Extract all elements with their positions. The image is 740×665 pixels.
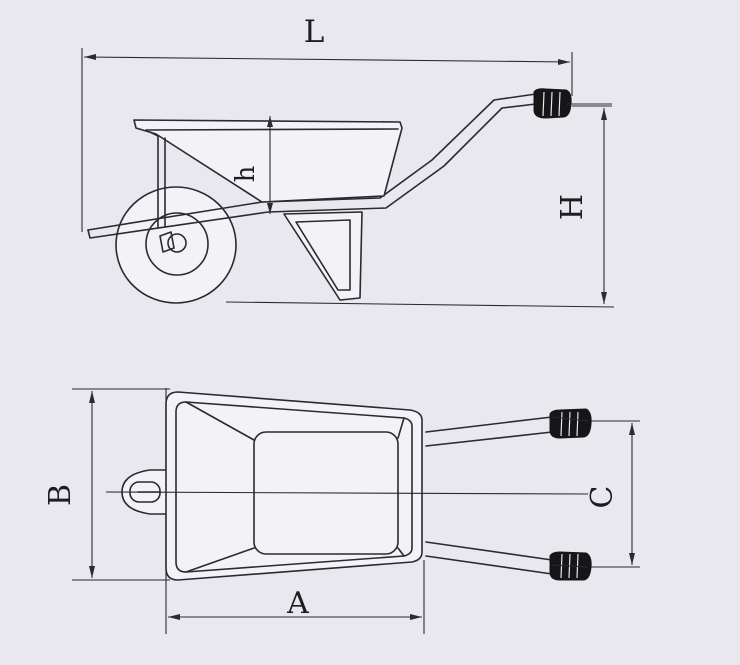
top-handle-grip-upper-ribs [560, 411, 579, 437]
dimension-B-arrow-bottom [89, 566, 95, 578]
dimension-H-arrow-top [601, 108, 607, 120]
side-wheel [115, 186, 237, 304]
dimension-B-label: B [43, 484, 78, 506]
frame-lower-rail [87, 103, 537, 239]
side-view: L H [81, 14, 615, 308]
dimension-B: B [43, 388, 170, 581]
dimension-C: C [585, 420, 640, 568]
dimension-A-arrow-right [410, 614, 422, 620]
side-handle-grip [533, 88, 572, 119]
dimension-h-label: h [231, 165, 261, 182]
dimension-A-arrow-left [168, 614, 180, 620]
dimension-B-arrow-top [89, 391, 95, 403]
side-handle-grip-ribs [542, 91, 561, 117]
tray-body [133, 119, 403, 203]
top-handle-grip-upper [549, 408, 592, 439]
top-handle-upper-extension [551, 416, 589, 422]
frame-upper-rail [87, 93, 537, 231]
side-leg [283, 211, 363, 301]
dimension-C-arrow-bottom [629, 553, 635, 565]
top-handle-bar-lower [425, 541, 553, 575]
dimension-L-arrow-right [558, 59, 570, 65]
dimension-L-line [83, 56, 571, 63]
dimension-h-arrow-top [267, 116, 273, 127]
top-view-centerline [105, 491, 589, 495]
dimension-H-arrow-bottom [601, 292, 607, 304]
ground-line [225, 301, 615, 308]
dimension-H: H [555, 105, 612, 304]
dimension-L-arrow-left [84, 54, 96, 60]
dimension-C-label: C [585, 486, 620, 509]
dimension-H-label: H [555, 194, 590, 220]
top-handles [425, 408, 592, 581]
side-tray [133, 119, 403, 229]
wheel-rim [145, 212, 209, 276]
top-view: B A C [43, 388, 640, 634]
top-handle-lower-extension [551, 564, 589, 568]
top-tray-corner-folds [185, 401, 405, 573]
dimension-h: h [231, 116, 273, 214]
tray-rim-line [145, 128, 399, 131]
dimension-h-arrow-bottom [267, 203, 273, 214]
wheel-tire [115, 186, 237, 304]
dimension-A-label: A [286, 586, 309, 621]
top-tray-outer [165, 391, 423, 581]
leg-inner [295, 219, 351, 291]
wheel-hub [167, 233, 187, 253]
side-frame [87, 88, 612, 239]
dimension-C-arrow-top [629, 423, 635, 435]
wheel-axle-bracket [159, 231, 175, 253]
dimension-L: L [81, 14, 573, 232]
tray-front-stay [149, 131, 166, 229]
dimension-L-label: L [304, 14, 325, 50]
top-handle-bar-upper [425, 416, 553, 447]
top-tray [165, 391, 423, 581]
